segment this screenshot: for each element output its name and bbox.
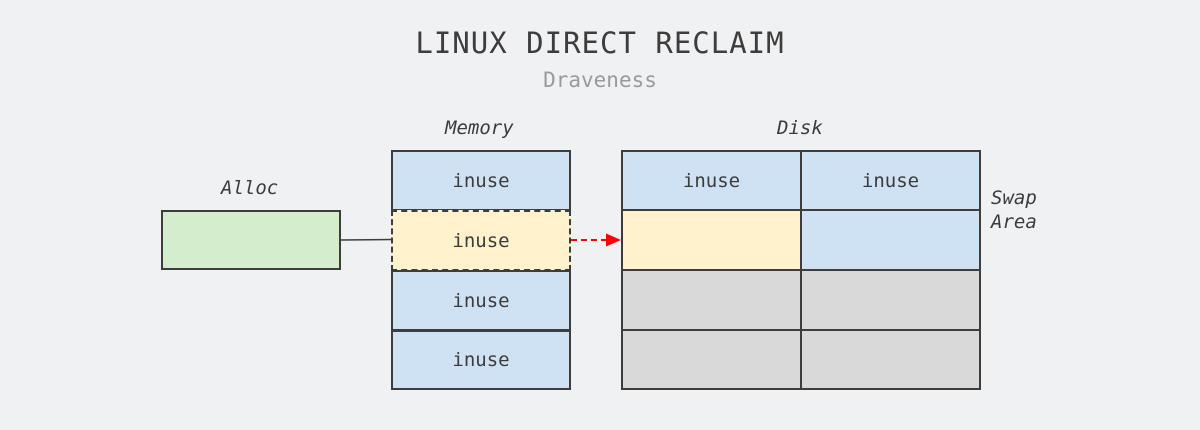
disk-slot-r4c2 <box>800 329 981 390</box>
alloc-label: Alloc <box>221 177 279 199</box>
disk-slot-r1c1: inuse <box>621 150 802 211</box>
disk-label: Disk <box>777 117 823 139</box>
memory-label: Memory <box>445 117 514 139</box>
diagram-subtitle: Draveness <box>543 68 657 92</box>
alloc-to-memory-line <box>340 238 392 241</box>
swap-out-arrowhead <box>606 233 621 247</box>
alloc-block <box>161 210 341 270</box>
diagram-title: LINUX DIRECT RECLAIM <box>415 26 785 60</box>
memory-page-reclaimed: inuse <box>391 210 571 271</box>
swap-area-label-line2: Area <box>991 211 1037 233</box>
memory-page-3: inuse <box>391 270 571 331</box>
swap-slot-written <box>621 209 802 271</box>
swap-area-label-line1: Swap <box>991 187 1037 209</box>
memory-page-4: inuse <box>391 330 571 390</box>
disk-slot-r4c1 <box>621 329 802 390</box>
disk-slot-r1c2: inuse <box>800 150 981 211</box>
